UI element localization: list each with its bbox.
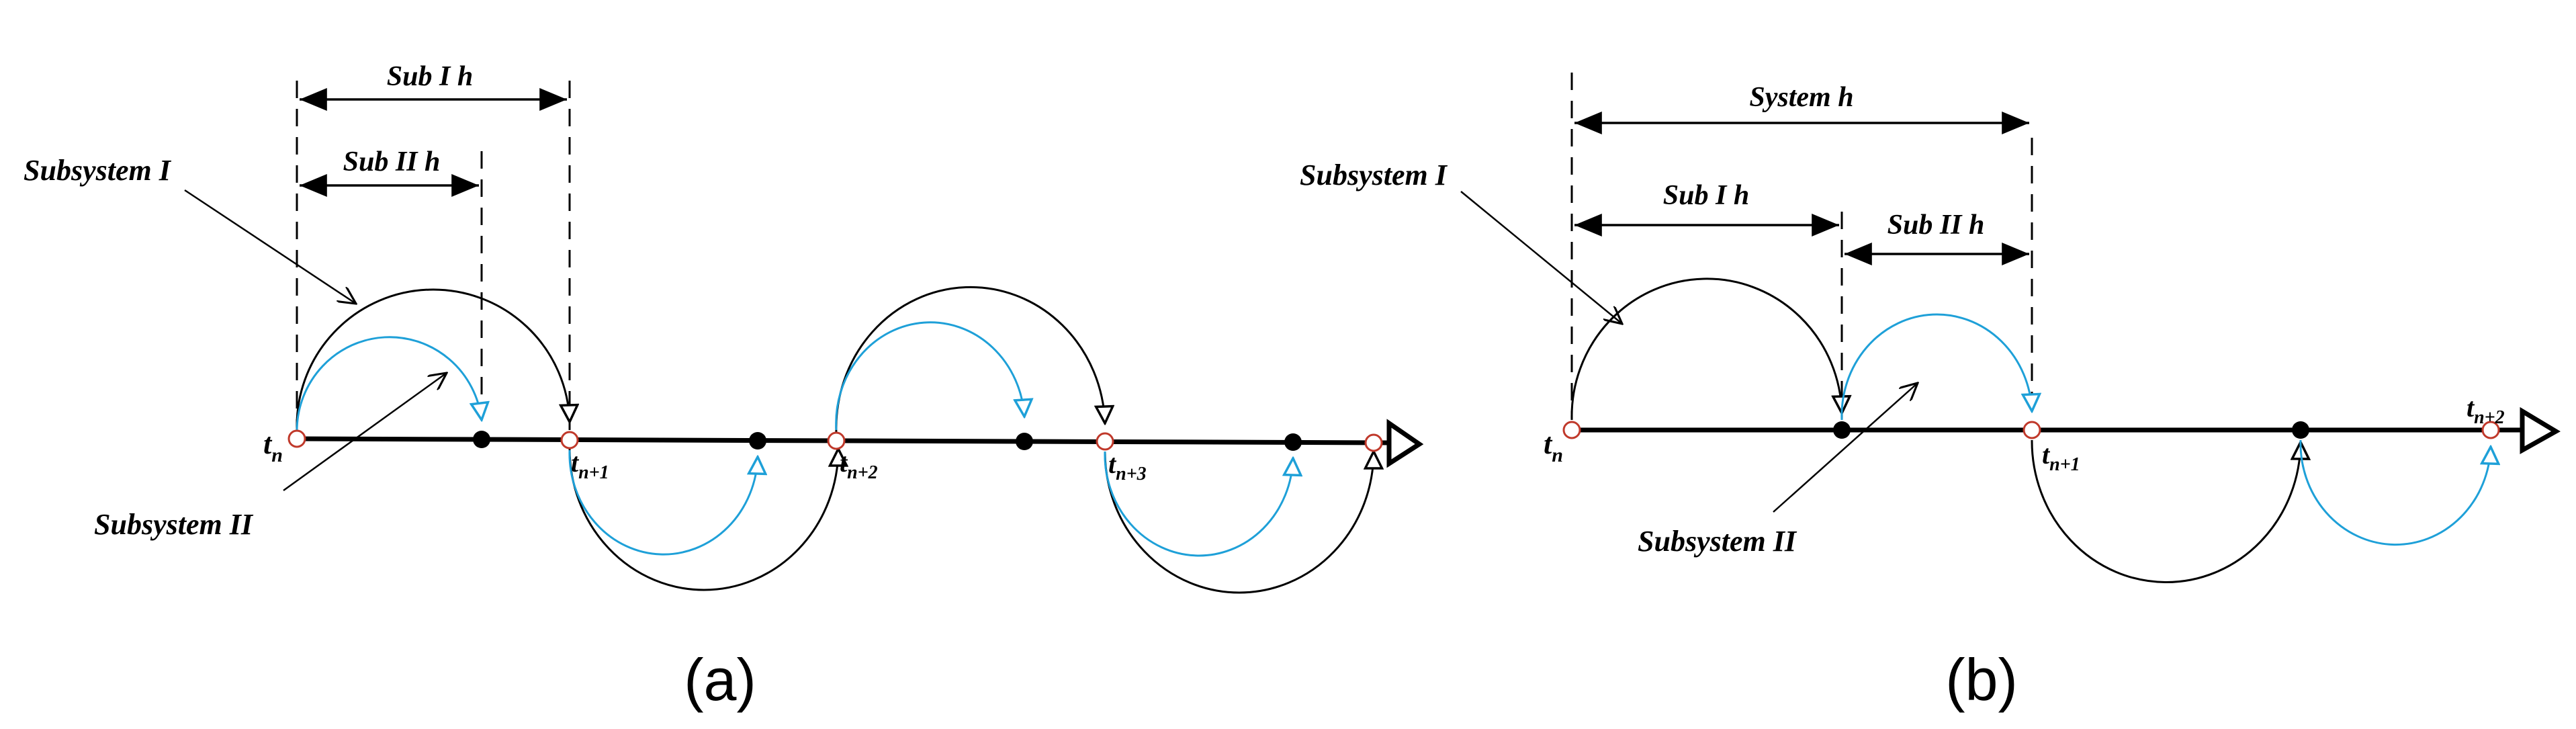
subsystem1-callout-b: Subsystem I bbox=[1300, 159, 1448, 191]
node-mid-1-b bbox=[1833, 421, 1851, 439]
sub2-h-label-b: Sub II h bbox=[1887, 210, 1985, 241]
label-tn3-a: tn+3 bbox=[1108, 449, 1147, 484]
label-tn1-a: tn+1 bbox=[571, 447, 609, 483]
node-mid-4-a bbox=[1284, 433, 1302, 451]
node-mid-2-b bbox=[2292, 421, 2309, 439]
subsystem1-arc-2-a bbox=[568, 449, 838, 591]
subsystem1-arc-2-b bbox=[2031, 439, 2301, 583]
subsystem2-arc-3-a bbox=[835, 321, 1024, 431]
subsystem1-pointer-a bbox=[184, 189, 356, 304]
node-mid-3-a bbox=[1016, 433, 1033, 450]
subsystem1-arc-1-b bbox=[1570, 277, 1842, 421]
node-tn2-b bbox=[2481, 421, 2500, 439]
node-tn1-b bbox=[2023, 421, 2041, 439]
subsystem2-callout-a: Subsystem II bbox=[94, 508, 254, 541]
subsystem2-pointer-b bbox=[1773, 383, 1918, 513]
node-tn-b bbox=[1562, 421, 1581, 439]
axis-arrow-head-b bbox=[2520, 406, 2561, 454]
subsystem2-arc-1-a bbox=[296, 336, 482, 431]
subsystem1-arc-3-a bbox=[835, 286, 1105, 434]
caption-a: (a) bbox=[684, 646, 756, 713]
subsystem2-arc-2-b bbox=[2299, 439, 2491, 546]
subsystem2-pointer-a bbox=[283, 373, 447, 492]
label-tn-b: tn bbox=[1544, 427, 1563, 466]
label-tn-a: tn bbox=[263, 427, 283, 466]
sub1-h-label-b: Sub I h bbox=[1663, 180, 1749, 211]
node-end-a bbox=[1364, 433, 1383, 452]
subsystem2-arc-4-a bbox=[1104, 451, 1293, 557]
subsystem1-arc-4-a bbox=[1104, 452, 1374, 594]
caption-b: (b) bbox=[1945, 646, 2018, 713]
panel-a: Sub I h Sub II h tn tn+1 tn+2 tn+3 Subsy… bbox=[24, 61, 1424, 713]
label-tn1-b: tn+1 bbox=[2042, 439, 2080, 475]
subsystem2-arc-1-b bbox=[1840, 313, 2032, 421]
node-tn2-a bbox=[827, 431, 846, 450]
node-mid-2-a bbox=[749, 432, 766, 449]
node-tn1-a bbox=[560, 431, 579, 449]
subsystem2-callout-b: Subsystem II bbox=[1638, 525, 1797, 558]
system-h-label-b: System h bbox=[1749, 82, 1853, 113]
label-tn2-b: tn+2 bbox=[2467, 392, 2505, 428]
subsystem2-arc-2-a bbox=[568, 449, 758, 556]
sub2-h-label-a: Sub II h bbox=[343, 146, 441, 177]
subsystem1-arc-1-a bbox=[296, 288, 570, 431]
subsystem1-pointer-b bbox=[1460, 191, 1622, 324]
node-tn3-a bbox=[1096, 432, 1114, 451]
panel-b: System h Sub I h Sub II h tn tn+1 tn+2 S… bbox=[1300, 73, 2561, 713]
label-tn2-a: tn+2 bbox=[840, 447, 878, 483]
sub1-h-label-a: Sub I h bbox=[387, 61, 473, 92]
subsystem1-callout-a: Subsystem I bbox=[24, 154, 172, 187]
node-mid-1-a bbox=[473, 431, 490, 448]
axis-arrow-head-a bbox=[1386, 419, 1424, 468]
node-tn-a bbox=[287, 429, 306, 448]
